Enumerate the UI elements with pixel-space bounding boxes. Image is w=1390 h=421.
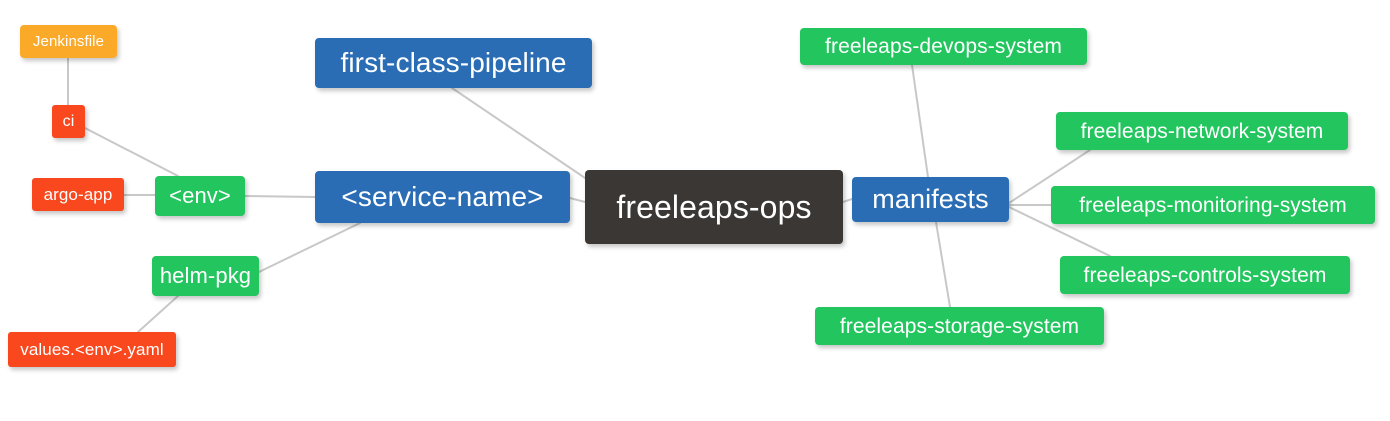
node-freeleaps-storage-system[interactable]: freeleaps-storage-system [815,307,1104,345]
node-service-name[interactable]: <service-name> [315,171,570,223]
node-freeleaps-ops[interactable]: freeleaps-ops [585,170,843,244]
node-values-env-yaml[interactable]: values.<env>.yaml [8,332,176,367]
edge-service-name-to-helm-pkg [258,222,361,273]
edge-manifests-to-freeleaps-storage-system [935,221,951,308]
node-argo-app[interactable]: argo-app [32,178,124,211]
edge-freeleaps-ops-to-manifests [842,198,853,203]
edge-env-to-ci [84,127,179,177]
edge-service-name-to-env [244,195,316,198]
edge-freeleaps-ops-to-first-class-pipeline [451,87,589,181]
node-freeleaps-network-system[interactable]: freeleaps-network-system [1056,112,1348,150]
node-freeleaps-devops-system[interactable]: freeleaps-devops-system [800,28,1087,65]
edge-helm-pkg-to-values-env-yaml [137,295,179,333]
node-freeleaps-controls-system[interactable]: freeleaps-controls-system [1060,256,1350,294]
node-Jenkinsfile[interactable]: Jenkinsfile [20,25,117,58]
node-first-class-pipeline[interactable]: first-class-pipeline [315,38,592,88]
node-ci[interactable]: ci [52,105,85,138]
edge-freeleaps-ops-to-service-name [569,197,586,203]
node-freeleaps-monitoring-system[interactable]: freeleaps-monitoring-system [1051,186,1375,224]
node-manifests[interactable]: manifests [852,177,1009,222]
node-helm-pkg[interactable]: helm-pkg [152,256,259,296]
node-env[interactable]: <env> [155,176,245,216]
edge-manifests-to-freeleaps-devops-system [911,64,929,178]
